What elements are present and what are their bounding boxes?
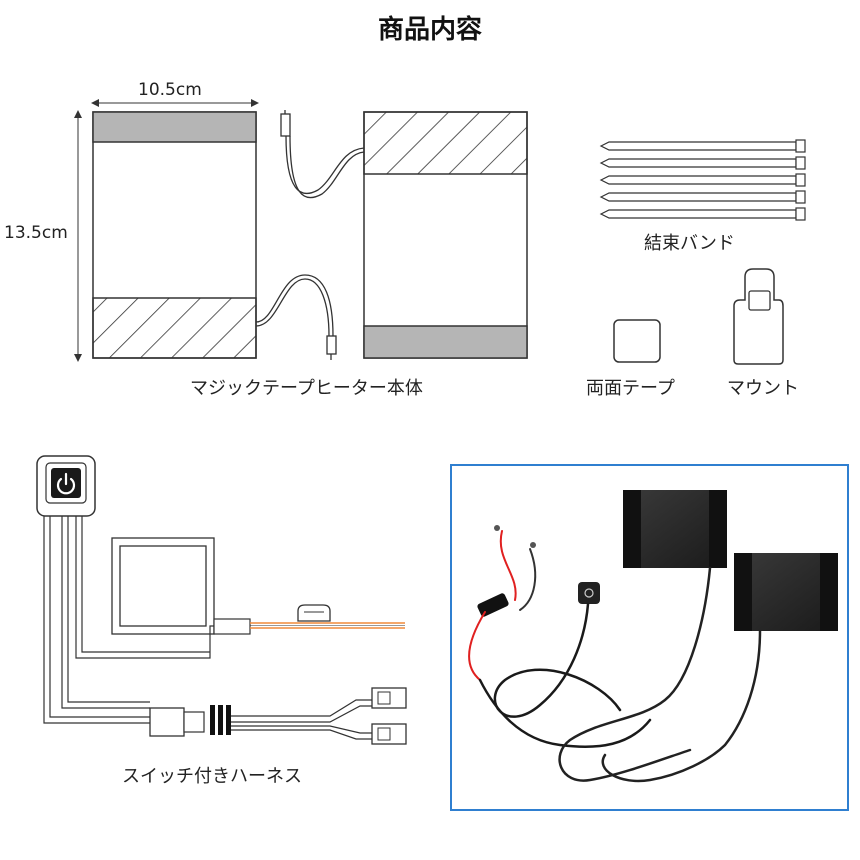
- product-photo: [450, 464, 849, 811]
- power-icon: [56, 472, 76, 495]
- heater-pad-right: [363, 111, 528, 359]
- double-sided-tape-label: 両面テープ: [586, 378, 675, 399]
- cable-ties: [599, 139, 806, 221]
- width-dimension-label: 10.5cm: [138, 80, 202, 100]
- photo-heater-pad-1: [623, 490, 727, 568]
- photo-fuse-holder: [477, 593, 509, 617]
- switch-box: [36, 455, 96, 517]
- photo-heater-pad-2: [734, 553, 838, 631]
- mount-label: マウント: [727, 378, 799, 399]
- double-sided-tape: [613, 319, 661, 363]
- cable-ties-label: 結束バンド: [644, 233, 735, 254]
- mount: [733, 268, 784, 365]
- heater-wire-bottom: [255, 274, 337, 360]
- harness-splitter: [149, 687, 407, 745]
- heater-wire-top: [280, 110, 365, 199]
- switch-harness-label: スイッチ付きハーネス: [122, 766, 302, 787]
- heater-label: マジックテープヒーター本体: [190, 378, 423, 399]
- orange-lead: [213, 604, 405, 635]
- photo-switch: [578, 582, 600, 604]
- height-dimension-label: 13.5cm: [4, 223, 68, 243]
- control-pad-square: [111, 537, 215, 635]
- heater-pad-left: [92, 111, 257, 359]
- page-title: 商品内容: [377, 15, 482, 45]
- switch-harness: [36, 455, 407, 745]
